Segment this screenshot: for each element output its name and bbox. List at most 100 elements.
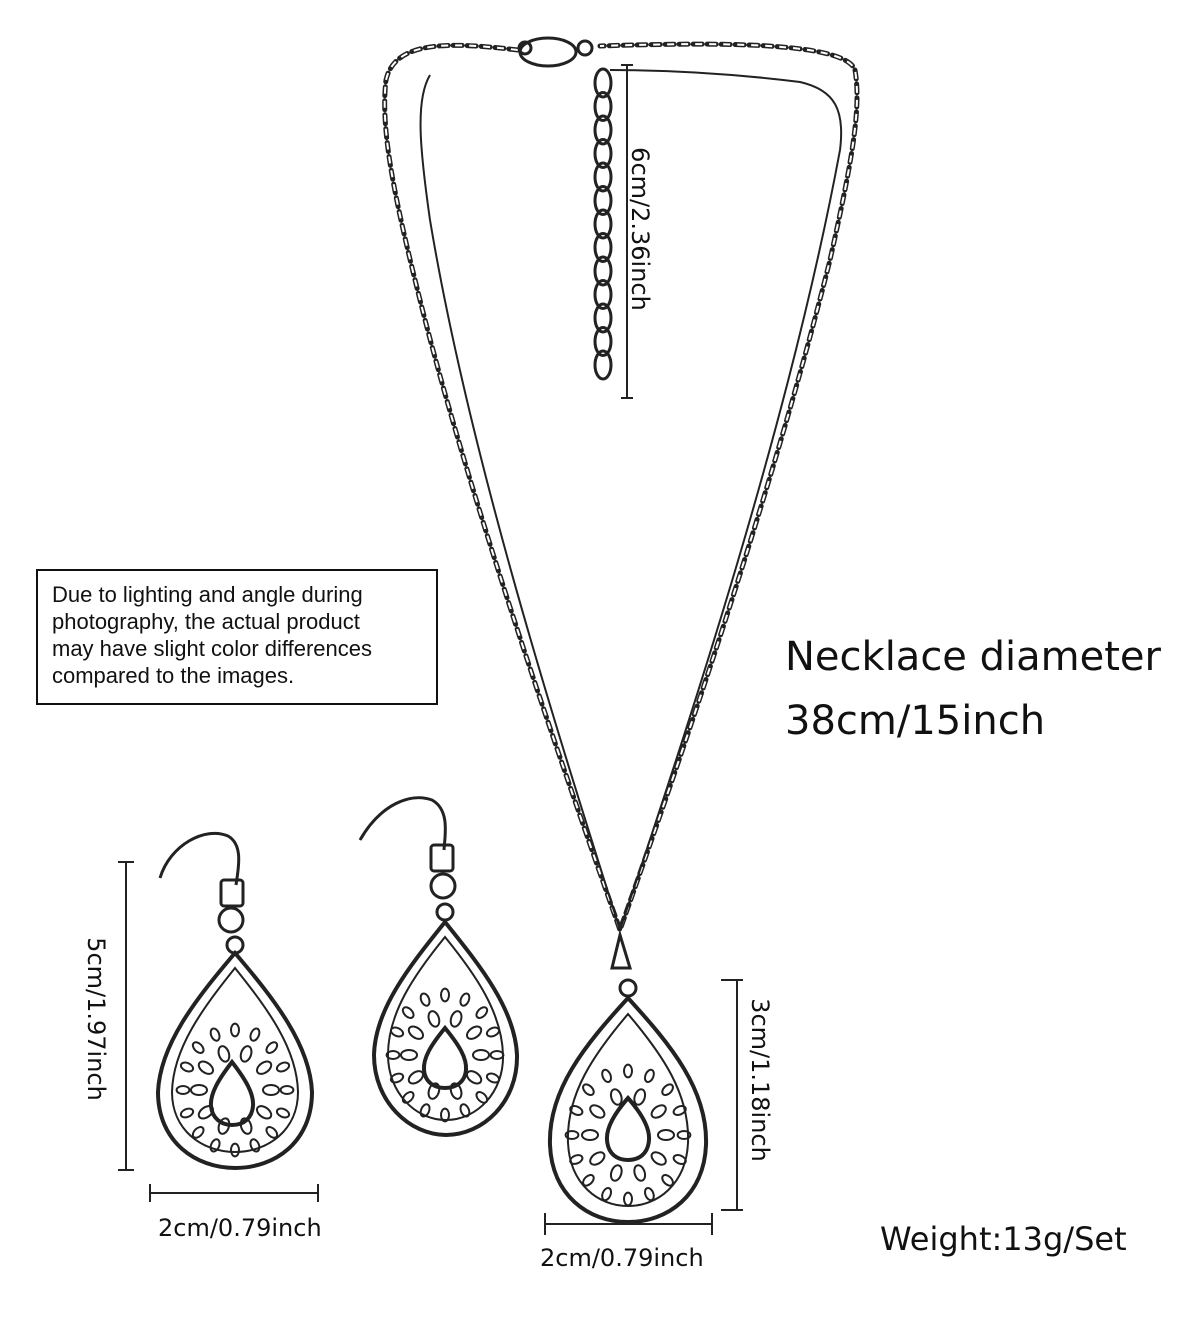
filigree-hole <box>209 1138 221 1153</box>
extender-chain <box>593 67 613 381</box>
filigree-hole <box>407 1025 425 1040</box>
filigree-hole <box>179 1061 195 1073</box>
filigree-hole <box>440 1107 450 1123</box>
pendant-height-label: 3cm/1.18inch <box>746 998 774 1162</box>
disclaimer-note: Due to lighting and angle during photogr… <box>36 569 438 705</box>
filigree-hole <box>407 1070 425 1085</box>
filigree-hole <box>485 1072 501 1084</box>
earring-height-dimension <box>118 861 134 1171</box>
filigree-hole <box>249 1027 261 1042</box>
filigree-hole <box>643 1068 655 1083</box>
necklace-size: 38cm/15inch <box>785 698 1046 744</box>
filigree-hole <box>601 1187 613 1202</box>
extender-link <box>593 279 613 310</box>
filigree-hole <box>601 1068 613 1084</box>
filigree-hole <box>230 1022 240 1038</box>
filigree-hole <box>672 1154 687 1165</box>
filigree-hole <box>255 1060 273 1075</box>
filigree-hole <box>230 1142 240 1158</box>
filigree-hole <box>449 1082 463 1100</box>
extender-length-label: 6cm/2.36inch <box>626 147 654 311</box>
filigree-hole <box>427 1082 441 1100</box>
filigree-hole <box>385 1050 401 1060</box>
filigree-hole <box>191 1041 205 1054</box>
filigree-hole <box>459 1103 471 1118</box>
filigree-hole <box>275 1061 291 1073</box>
filigree-hole <box>657 1129 675 1141</box>
filigree-hole <box>239 1045 253 1063</box>
necklace-outer-chain <box>382 41 860 938</box>
filigree-hole <box>389 1026 405 1038</box>
filigree-hole <box>569 1105 584 1116</box>
filigree-hole <box>475 1091 489 1104</box>
necklace-title: Necklace diameter <box>785 634 1161 680</box>
extender-link <box>593 67 613 99</box>
filigree-hole <box>472 1049 490 1061</box>
filigree-hole <box>401 1006 415 1019</box>
filigree-hole <box>175 1085 191 1095</box>
filigree-hole <box>475 1006 489 1019</box>
filigree-hole <box>643 1186 655 1202</box>
filigree-hole <box>279 1085 295 1095</box>
filigree-hole <box>623 1063 633 1079</box>
filigree-hole <box>265 1041 279 1054</box>
filigree-hole <box>419 992 431 1007</box>
extender-link <box>593 255 613 287</box>
left-earring <box>155 831 315 1171</box>
filigree-hole <box>582 1173 595 1187</box>
filigree-hole <box>419 1103 431 1118</box>
filigree-hole <box>239 1117 253 1135</box>
filigree-hole <box>661 1083 674 1097</box>
extender-link <box>593 138 613 169</box>
note-line-3: may have slight color differences <box>52 636 372 661</box>
note-line-4: compared to the images. <box>52 663 295 688</box>
filigree-hole <box>179 1107 195 1119</box>
filigree-hole <box>623 1191 633 1207</box>
note-line-2: photography, the actual product <box>52 609 360 634</box>
pendant-width-label: 2cm/0.79inch <box>540 1244 704 1272</box>
filigree-hole <box>633 1164 647 1182</box>
filigree-hole <box>609 1088 623 1106</box>
filigree-hole <box>489 1050 505 1060</box>
filigree-hole <box>676 1130 692 1140</box>
filigree-hole <box>262 1084 280 1096</box>
filigree-hole <box>465 1070 483 1085</box>
right-earring <box>358 796 520 1138</box>
filigree-hole <box>400 1049 418 1061</box>
extender-link <box>593 185 613 216</box>
earring-width-dimension <box>149 1184 319 1202</box>
filigree-hole <box>275 1107 291 1119</box>
filigree-hole <box>633 1088 647 1106</box>
filigree-hole <box>672 1105 687 1116</box>
pendant-width-dimension <box>544 1213 713 1235</box>
filigree-hole <box>191 1126 205 1139</box>
filigree-hole <box>249 1138 261 1153</box>
filigree-hole <box>589 1151 606 1166</box>
filigree-hole <box>440 987 450 1003</box>
extender-link <box>593 208 613 240</box>
filigree-hole <box>569 1154 584 1165</box>
filigree-hole <box>190 1084 208 1096</box>
extender-link <box>593 302 613 334</box>
filigree-hole <box>389 1072 405 1084</box>
filigree-hole <box>197 1060 215 1075</box>
filigree-hole <box>485 1026 501 1038</box>
filigree-hole <box>564 1130 580 1140</box>
filigree-hole <box>661 1173 674 1187</box>
earring-height-label: 5cm/1.97inch <box>82 937 110 1101</box>
extender-link <box>593 91 613 122</box>
filigree-hole <box>650 1151 667 1166</box>
filigree-hole <box>582 1083 595 1097</box>
filigree-hole <box>255 1105 273 1120</box>
necklace-outer-chain-inner <box>383 43 858 934</box>
weight-label: Weight:13g/Set <box>880 1220 1127 1258</box>
filigree-hole <box>459 992 471 1007</box>
necklace-inner-line <box>419 69 843 934</box>
filigree-hole <box>217 1045 231 1063</box>
filigree-hole <box>401 1091 415 1104</box>
earring-width-label: 2cm/0.79inch <box>158 1214 322 1242</box>
extender-link <box>593 349 613 381</box>
filigree-hole <box>217 1117 231 1135</box>
filigree-hole <box>581 1129 599 1141</box>
